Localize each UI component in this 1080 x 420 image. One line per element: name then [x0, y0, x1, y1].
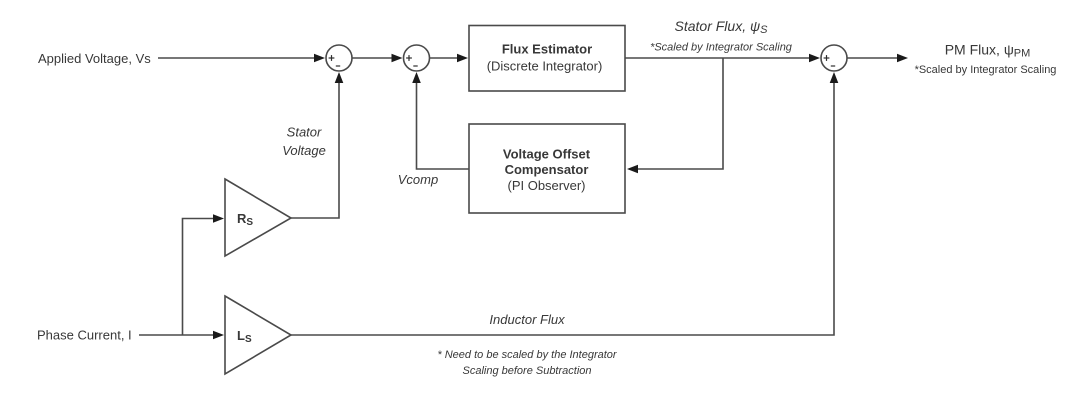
svg-text:Scaling before Subtraction: Scaling before Subtraction — [462, 365, 591, 377]
svg-text:*Scaled by Integrator Scaling: *Scaled by Integrator Scaling — [915, 64, 1057, 76]
svg-text:* Need to be scaled by the Int: * Need to be scaled by the Integrator — [437, 349, 618, 361]
svg-text:(Discrete Integrator): (Discrete Integrator) — [487, 59, 603, 74]
svg-text:Phase Current, I: Phase Current, I — [37, 328, 132, 343]
svg-text:Stator Flux, ψS: Stator Flux, ψS — [675, 18, 769, 36]
svg-text:Flux Estimator: Flux Estimator — [502, 42, 592, 57]
svg-text:Inductor Flux: Inductor Flux — [489, 312, 565, 327]
svg-text:Voltage Offset: Voltage Offset — [503, 147, 591, 162]
svg-text:(PI Observer): (PI Observer) — [507, 178, 585, 193]
svg-text:Vcomp: Vcomp — [398, 172, 438, 187]
svg-text:Stator: Stator — [287, 125, 322, 140]
svg-text:PM Flux, ψPM: PM Flux, ψPM — [945, 42, 1031, 60]
svg-text:Compensator: Compensator — [505, 162, 589, 177]
svg-text:Voltage: Voltage — [282, 143, 326, 158]
svg-text:Applied Voltage, Vs: Applied Voltage, Vs — [38, 51, 151, 66]
svg-text:*Scaled by Integrator Scaling: *Scaled by Integrator Scaling — [650, 42, 793, 54]
